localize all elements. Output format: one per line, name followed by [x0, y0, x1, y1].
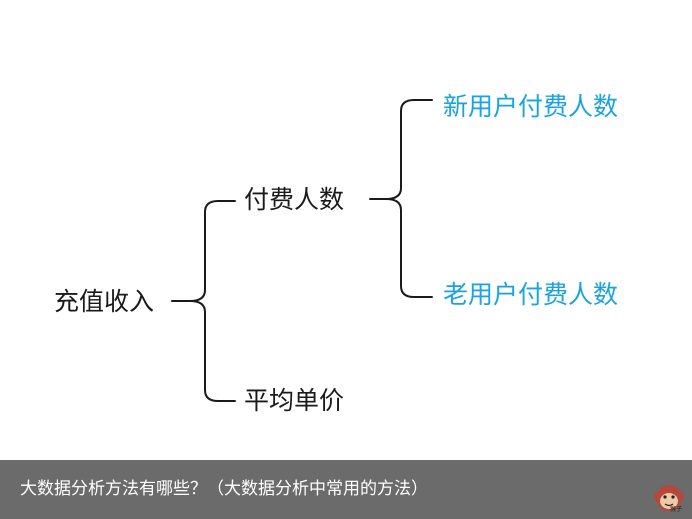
monkey-face-icon	[654, 485, 684, 511]
caption-bar: 大数据分析方法有哪些？（大数据分析中常用的方法）	[0, 460, 692, 519]
paid-users-brace	[369, 99, 433, 200]
leaf-node-old-paid-users: 老用户付费人数	[443, 280, 619, 309]
connector-lines	[171, 99, 433, 402]
paid-users-brace-lower	[385, 198, 433, 298]
leaf-node-new-paid-users: 新用户付费人数	[443, 92, 619, 121]
branch-node-paid-users: 付费人数	[244, 185, 345, 214]
logo-text: 猴子	[670, 506, 683, 513]
mind-map-diagram: 充值收入 付费人数 平均单价 新用户付费人数 老用户付费人数	[54, 92, 619, 415]
caption-text: 大数据分析方法有哪些？（大数据分析中常用的方法）	[20, 479, 428, 499]
root-brace	[171, 200, 236, 302]
root-node-recharge-revenue: 充值收入	[54, 287, 155, 316]
root-brace-lower	[189, 300, 236, 402]
branch-node-avg-price: 平均单价	[244, 386, 345, 415]
